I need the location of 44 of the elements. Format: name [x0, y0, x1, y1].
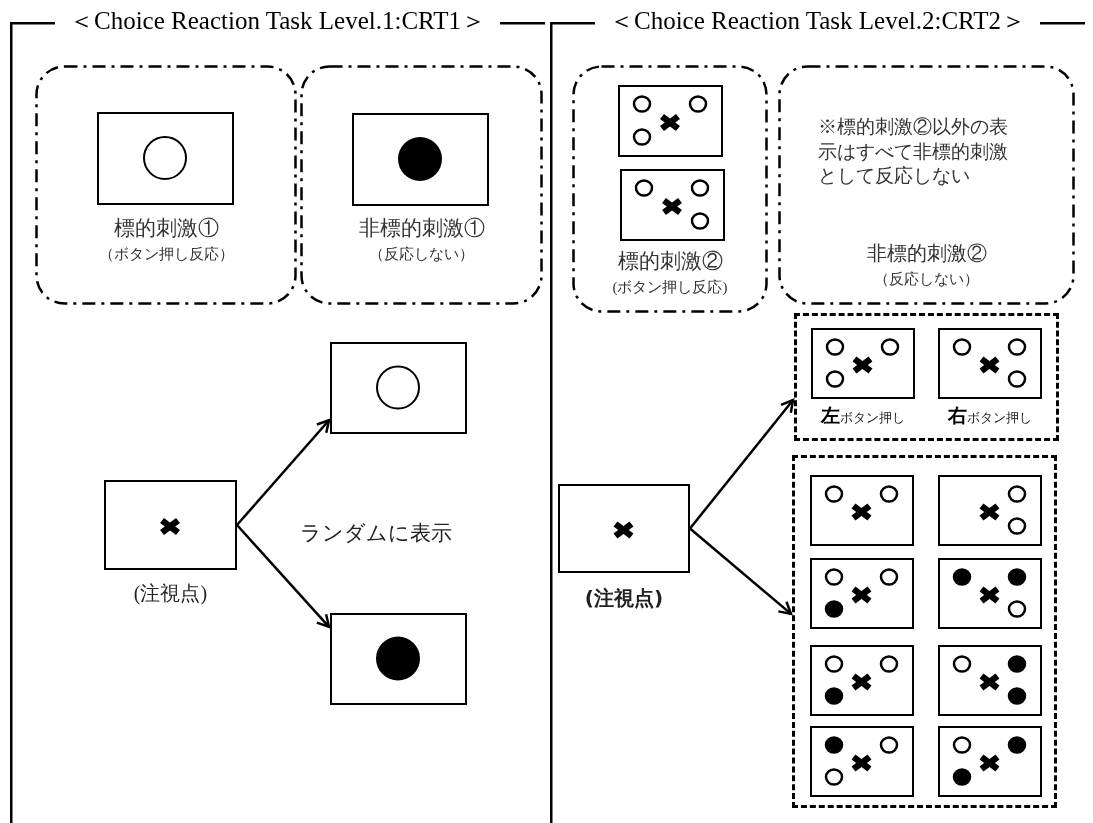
stimulus-label: 非標的刺激①: [357, 215, 486, 242]
screen-caption: 右ボタン押し: [946, 404, 1033, 428]
display-screen: [104, 480, 237, 570]
display-screen: [938, 558, 1042, 629]
dash-dot-group: [300, 65, 543, 305]
note-text: （ボタン押し反応）: [97, 245, 235, 264]
display-screen: [620, 169, 725, 241]
arrow: [689, 527, 793, 616]
display-screen: [810, 645, 914, 716]
panel-title: ＜Choice Reaction Task Level.1:CRT1＞: [68, 7, 486, 34]
display-screen: [938, 328, 1042, 399]
panel-title: ＜Choice Reaction Task Level.2:CRT2＞: [608, 7, 1026, 34]
arrow: [236, 524, 331, 629]
display-screen: [938, 645, 1042, 716]
screen-caption: (注視点): [132, 581, 209, 607]
dash-dot-group: [778, 65, 1075, 305]
annotation-text: ランダムに表示: [300, 520, 452, 547]
display-screen: [352, 113, 489, 206]
dash-dot-group: [35, 65, 297, 305]
display-screen: [618, 85, 723, 157]
dashed-frame: [794, 313, 1059, 441]
dash-dot-group: [572, 65, 768, 313]
note-text: (ボタン押し反応): [611, 278, 729, 297]
note-text: （反応しない）: [368, 245, 475, 264]
display-screen: [811, 328, 915, 399]
stimulus-label: 標的刺激②: [616, 248, 724, 275]
arrow: [236, 418, 331, 526]
arrow: [689, 398, 795, 530]
stimulus-label: 標的刺激①: [112, 215, 220, 242]
display-screen: [810, 726, 914, 797]
screen-caption: (注視点): [583, 585, 665, 612]
display-screen: [330, 613, 467, 705]
display-screen: [558, 484, 690, 573]
stimulus-label: ※標的刺激②以外の表示はすべて非標的刺激として反応しない: [818, 115, 1009, 189]
display-screen: [810, 558, 914, 629]
display-screen: [938, 475, 1042, 546]
dashed-frame: [792, 455, 1057, 808]
note-text: 非標的刺激②: [865, 241, 988, 266]
screen-caption: 左ボタン押し: [819, 404, 906, 428]
display-screen: [330, 342, 467, 434]
display-screen: [938, 726, 1042, 797]
display-screen: [97, 112, 234, 205]
display-screen: [810, 475, 914, 546]
note-text: （反応しない）: [873, 270, 980, 289]
